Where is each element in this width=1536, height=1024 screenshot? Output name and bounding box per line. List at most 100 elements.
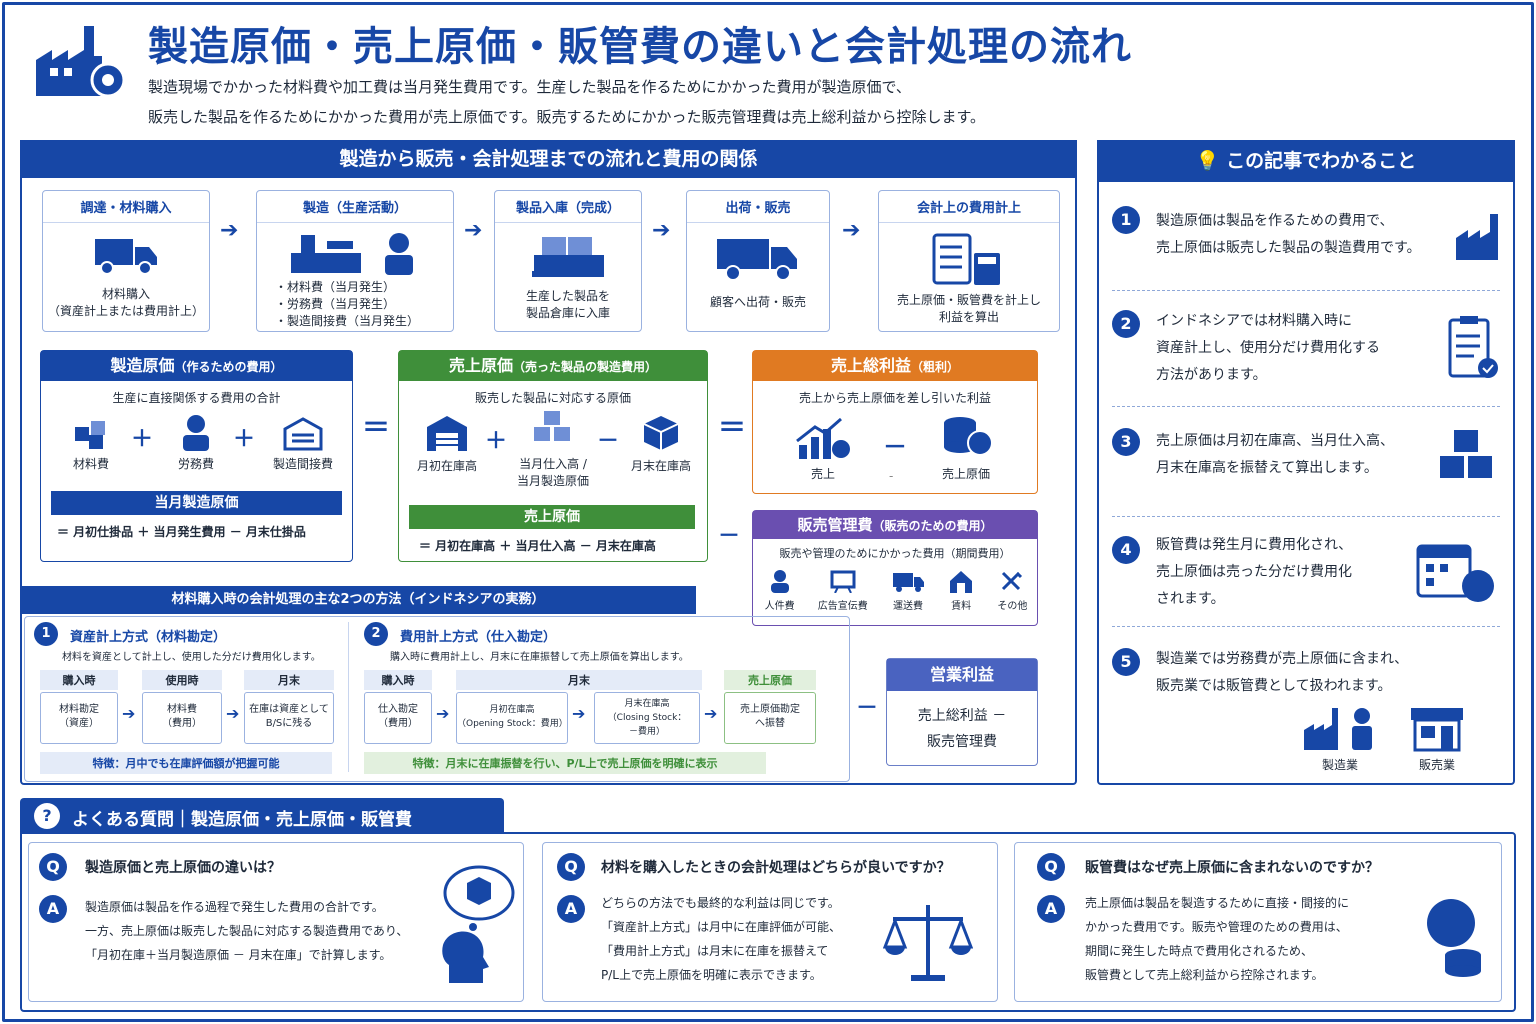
faq-question: 材料を購入したときの会計処理はどちらが良いですか？ — [601, 860, 951, 876]
gross-item-label: 売上 — [810, 467, 835, 481]
method-1-col: 月末 — [244, 670, 334, 690]
gross-desc: 売上から売上原価を差し引いた利益 — [798, 391, 991, 405]
answer-line: P/L上で売上原価を明確に表示できます。 — [601, 968, 822, 982]
minus-icon: － — [597, 429, 620, 454]
arrow-right-icon: ➔ — [122, 704, 136, 723]
step-list-item: ・材料費（当月発生） — [275, 280, 396, 294]
step-list-item: ・労務費（当月発生） — [275, 297, 396, 311]
faq-title-bar: ? よくある質問｜製造原価・売上原価・販管費 — [20, 798, 504, 834]
faq-question: 販管費はなぜ売上原価に含まれないのですか？ — [1085, 860, 1379, 876]
a-icon: A — [1037, 895, 1065, 923]
methods-panel — [24, 616, 850, 782]
answer-line: 期間に発生した時点で費用化されるため、 — [1085, 944, 1314, 958]
store-icon: 販売業 — [1400, 702, 1474, 773]
box-line: 在庫は資産として — [249, 704, 329, 715]
stacked-boxes-icon — [1436, 428, 1500, 492]
page-desc-2: 販売した製品を作るためにかかった費用が売上原価です。販売するためにかかった販売管… — [148, 108, 986, 126]
step-title: 製造（生産活動） — [257, 191, 453, 223]
operating-profit-card: 営業利益 売上総利益 － 販売管理費 — [886, 658, 1038, 766]
box-line: B/Sに残る — [265, 718, 313, 729]
minus-icon: － — [718, 524, 741, 549]
op-title: 営業利益 — [887, 659, 1037, 691]
question-icon: ? — [34, 803, 60, 829]
a-icon: A — [557, 895, 585, 923]
summary-item-1: 製造原価は製品を作るための費用で、売上原価は販売した製品の製造費用です。 — [1156, 208, 1421, 262]
industry-label: 製造業 — [1321, 758, 1358, 772]
step-title: 出荷・販売 — [687, 191, 829, 223]
step-warehousing: 製品入庫（完成） 生産した製品を 製品倉庫に入庫 — [494, 190, 642, 332]
step-text: 生産した製品を — [525, 289, 610, 303]
gross-minus-label: - — [889, 469, 894, 483]
clipboard-check-icon — [1446, 314, 1502, 386]
truck-icon — [43, 233, 209, 279]
ad-board-icon: 広告宣伝費 — [818, 569, 868, 612]
step-list: ・材料費（当月発生） ・労務費（当月発生） ・製造間接費（当月発生） — [275, 279, 453, 330]
divider — [1112, 406, 1500, 407]
cogs-card: 売上原価（売った製品の製造費用） 販売した製品に対応する原価 月初在庫高 ＋ 当… — [398, 350, 708, 562]
rp-coins-icon — [1421, 897, 1487, 987]
method-2-col: 月末 — [456, 670, 702, 690]
checklist-calculator-icon — [879, 231, 1059, 291]
minus-icon: － — [856, 696, 879, 721]
step-procurement: 調達・材料購入 材料購入 （資産計上または費用計上） — [42, 190, 210, 332]
faq-card-2: Q 材料を購入したときの会計処理はどちらが良いですか？ A どちらの方法でも最終… — [542, 842, 998, 1002]
boxes-pallet-icon — [495, 231, 641, 283]
cogs-desc: 販売した製品に対応する原価 — [474, 391, 631, 405]
method-1-number: 1 — [34, 622, 58, 646]
worker-icon: 労務費 — [166, 413, 226, 472]
answer-line: 「月初在庫＋当月製造原価 － 月末在庫」で計算します。 — [85, 948, 392, 962]
summary-number: 2 — [1112, 310, 1140, 338]
methods-title-bar: 材料購入時の会計処理の主な2つの方法（インドネシアの実務） — [20, 586, 696, 614]
q-icon: Q — [557, 853, 585, 881]
answer-line: 「費用計上方式」は月末に在庫を振替えて — [601, 944, 829, 958]
sga-item-label: 賃料 — [951, 601, 972, 612]
step-text: 顧客へ出荷・販売 — [709, 295, 806, 309]
cogs-item-label: 当月製造原価 — [516, 474, 589, 488]
box-line: （資産） — [59, 718, 99, 729]
faq-panel — [20, 832, 1516, 1012]
industry-label: 販売業 — [1418, 758, 1455, 772]
faq-answer: 売上原価は製品を製造するために直接・間接的にかかった費用です。販売や管理のための… — [1085, 891, 1349, 987]
mfg-item-label: 製造間接費 — [272, 457, 333, 471]
a-icon: A — [39, 895, 67, 923]
answer-line: 販管費として売上総利益から控除されます。 — [1085, 968, 1324, 982]
cogs-item-label: 月末在庫高 — [630, 459, 691, 473]
gross-title: 売上総利益 — [830, 356, 911, 375]
plus-icon: ＋ — [233, 427, 256, 452]
sga-item-label: 広告宣伝費 — [817, 601, 868, 612]
faq-answer: 製造原価は製品を作る過程で発生した費用の合計です。一方、売上原価は販売した製品に… — [85, 895, 408, 967]
step-text: 利益を算出 — [938, 310, 999, 324]
factory-icon — [1454, 210, 1502, 266]
mfg-cost-card: 製造原価（作るための費用） 生産に直接関係する費用の合計 材料費 ＋ 労務費 ＋… — [40, 350, 353, 562]
answer-line: 一方、売上原価は販売した製品に対応する製造費用であり、 — [85, 924, 409, 938]
summary-item-2: インドネシアでは材料購入時に資産計上し、使用分だけ費用化する方法があります。 — [1156, 308, 1380, 389]
method-2-col: 売上原価 — [724, 670, 816, 690]
method-1-box: 材料勘定（資産） — [40, 692, 118, 744]
gross-item-label: 売上原価 — [941, 467, 990, 481]
method-2-title: 費用計上方式（仕入勘定） — [400, 630, 557, 645]
summary-item-4: 販管費は発生月に費用化され、売上原価は売った分だけ費用化されます。 — [1156, 532, 1352, 613]
mfg-item-label: 労務費 — [177, 457, 214, 471]
arrow-right-icon: ➔ — [572, 704, 586, 723]
box-line: へ振替 — [755, 718, 785, 729]
lightbulb-icon: 💡 — [1195, 150, 1220, 172]
sga-item-label: その他 — [997, 601, 1028, 612]
box-line: 月初在庫高 — [489, 705, 535, 715]
step-title: 製品入庫（完成） — [495, 191, 641, 223]
box-line: 月末在庫高 — [624, 699, 670, 709]
arrow-right-icon: ➔ — [464, 218, 483, 243]
q-icon: Q — [39, 853, 67, 881]
factory-building-icon: 製造間接費 — [263, 415, 343, 472]
box-icon: 月末在庫高 — [621, 413, 701, 474]
summary-line: 資産計上し、使用分だけ費用化する — [1156, 340, 1380, 356]
summary-line: 月末在庫高を振替えて算出します。 — [1156, 460, 1378, 476]
q-icon: Q — [1037, 853, 1065, 881]
thinking-head-icon — [439, 861, 519, 989]
answer-line: 製造原価は製品を作る過程で発生した費用の合計です。 — [85, 900, 384, 914]
cogs-title: 売上原価 — [448, 356, 513, 375]
minus-icon: － — [883, 433, 907, 461]
summary-line: 方法があります。 — [1156, 367, 1267, 383]
faq-answer: どちらの方法でも最終的な利益は同じです。「資産計上方式」は月中に在庫評価が可能、… — [601, 891, 841, 987]
answer-line: 「資産計上方式」は月中に在庫評価が可能、 — [601, 920, 842, 934]
